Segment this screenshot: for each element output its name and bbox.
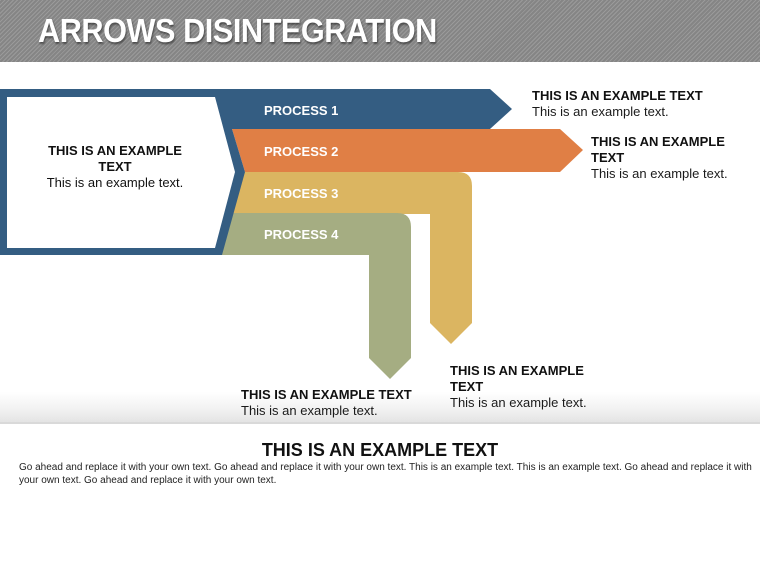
process-2-label: PROCESS 2 <box>264 144 339 159</box>
footer-body: Go ahead and replace it with your own te… <box>19 462 752 486</box>
process-3-arrow <box>232 172 472 344</box>
note-body: This is an example text. <box>450 395 587 410</box>
center-box-body: This is an example text. <box>46 175 184 190</box>
note-body: This is an example text. <box>532 104 669 119</box>
center-box-shape <box>7 97 235 248</box>
gradient-band <box>0 392 760 424</box>
note-heading: THIS IS AN EXAMPLE TEXT <box>450 363 584 394</box>
note-heading: THIS IS AN EXAMPLE TEXT <box>241 387 412 402</box>
note-process-1: THIS IS AN EXAMPLE TEXT This is an examp… <box>532 88 752 120</box>
center-box-heading: THIS IS AN EXAMPLE TEXT <box>48 143 182 174</box>
header-bar: ARROWS DISINTEGRATION <box>0 0 760 62</box>
center-text-box: THIS IS AN EXAMPLE TEXT This is an examp… <box>40 143 190 191</box>
process-1-label: PROCESS 1 <box>264 103 339 118</box>
note-body: This is an example text. <box>591 166 728 181</box>
process-4-arrow <box>222 213 411 379</box>
arrows-diagram <box>0 89 583 379</box>
note-heading: THIS IS AN EXAMPLE TEXT <box>532 88 703 103</box>
note-process-3: THIS IS AN EXAMPLE TEXT This is an examp… <box>450 363 600 411</box>
footer-title: THIS IS AN EXAMPLE TEXT <box>261 440 499 460</box>
note-heading: THIS IS AN EXAMPLE TEXT <box>591 134 725 165</box>
note-body: This is an example text. <box>241 403 378 418</box>
note-process-2: THIS IS AN EXAMPLE TEXT This is an examp… <box>591 134 741 182</box>
page-title: ARROWS DISINTEGRATION <box>38 12 437 49</box>
process-3-label: PROCESS 3 <box>264 186 339 201</box>
note-process-4: THIS IS AN EXAMPLE TEXT This is an examp… <box>241 387 441 419</box>
process-2-arrow <box>232 129 583 172</box>
process-4-label: PROCESS 4 <box>264 227 339 242</box>
